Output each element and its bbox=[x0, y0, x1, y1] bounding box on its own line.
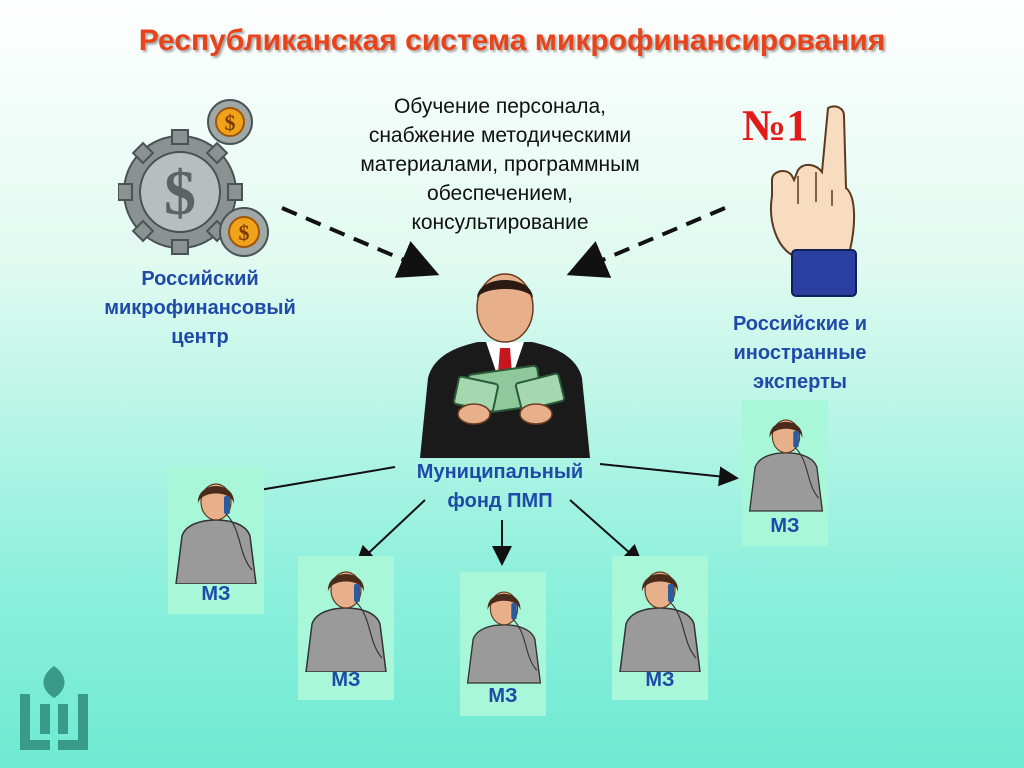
mz-label: МЗ bbox=[645, 669, 675, 691]
services-line: материалами, программным bbox=[360, 153, 640, 176]
mz-label: МЗ bbox=[770, 515, 800, 537]
mz-label: МЗ bbox=[488, 685, 518, 707]
fund-label-line: фонд ПМП bbox=[447, 490, 553, 512]
mz-label: МЗ bbox=[201, 583, 231, 605]
fund-label-line: Муниципальный bbox=[416, 461, 584, 483]
organization-logo-icon bbox=[20, 666, 88, 750]
rmc-label-line: микрофинансовый bbox=[104, 297, 296, 319]
mz-card: МЗ bbox=[460, 572, 546, 716]
services-text: Обучение персонала, снабжение методическ… bbox=[310, 92, 690, 237]
experts-label: Российские и иностранные эксперты bbox=[680, 310, 920, 397]
experts-label-line: Российские и bbox=[732, 313, 868, 335]
arrow-fund-to-mz-4 bbox=[569, 499, 643, 565]
rmc-label: Российский микрофинансовый центр bbox=[60, 265, 340, 352]
woman-on-phone-icon bbox=[619, 571, 701, 672]
rmc-label-line: центр bbox=[171, 326, 229, 348]
mz-label: МЗ bbox=[331, 669, 361, 691]
mz-card: МЗ bbox=[612, 556, 708, 700]
arrow-rmc-to-fund bbox=[281, 206, 440, 278]
experts-label-line: иностранные bbox=[733, 342, 867, 364]
services-line: консультирование bbox=[411, 211, 589, 234]
services-line: снабжение методическими bbox=[368, 124, 632, 147]
number-one-badge: №1 bbox=[742, 101, 809, 150]
services-line: Обучение персонала, bbox=[393, 95, 607, 118]
fund-label: Муниципальный фонд ПМП bbox=[360, 458, 640, 516]
arrow-fund-to-mz-5 bbox=[599, 463, 739, 487]
businessman-with-money-icon bbox=[420, 273, 590, 458]
mz-card: МЗ bbox=[168, 468, 264, 614]
dollar-gears-icon: $ $ $ bbox=[118, 99, 269, 257]
rmc-label-line: Российский bbox=[141, 268, 259, 290]
svg-text:$: $ bbox=[164, 157, 196, 228]
woman-on-phone-icon bbox=[305, 571, 387, 672]
mz-card: МЗ bbox=[742, 400, 828, 546]
arrow-fund-to-mz-2 bbox=[355, 499, 426, 566]
woman-on-phone-icon bbox=[466, 591, 542, 684]
arrow-experts-to-fund bbox=[566, 206, 726, 278]
pointing-hand-icon bbox=[770, 105, 857, 297]
mz-card: МЗ bbox=[298, 556, 394, 700]
svg-text:$: $ bbox=[225, 110, 236, 135]
experts-label-line: эксперты bbox=[753, 371, 847, 393]
woman-on-phone-icon bbox=[748, 419, 824, 512]
woman-on-phone-icon bbox=[175, 483, 257, 584]
page-title: Республиканская система микрофинансирова… bbox=[138, 24, 886, 57]
svg-text:$: $ bbox=[239, 220, 250, 245]
services-line: обеспечением, bbox=[427, 182, 573, 205]
